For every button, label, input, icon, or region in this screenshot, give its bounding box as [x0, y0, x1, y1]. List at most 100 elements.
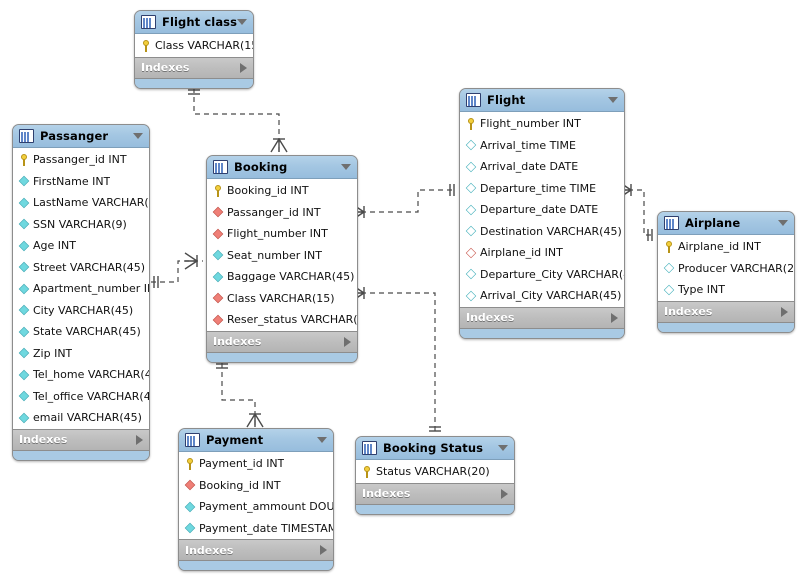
cyan-diamond-icon — [465, 161, 477, 173]
column-label: Arrival_City VARCHAR(45) — [480, 289, 622, 303]
table-header-payment[interactable]: Payment — [179, 429, 333, 452]
chevron-down-icon[interactable] — [133, 133, 143, 139]
table-title: Booking — [234, 160, 288, 174]
cyan-diamond-icon — [18, 390, 30, 402]
table-column[interactable]: Zip INT — [13, 343, 149, 365]
chevron-right-icon[interactable] — [240, 62, 247, 73]
table-column[interactable]: Type INT — [658, 279, 794, 301]
table-column[interactable]: Arrival_City VARCHAR(45) — [460, 285, 624, 307]
table-column[interactable]: Age INT — [13, 235, 149, 257]
table-header-flight_class[interactable]: Flight class — [135, 11, 253, 34]
table-column[interactable]: Flight_number INT — [207, 223, 357, 245]
column-label: Baggage VARCHAR(45) — [227, 270, 355, 284]
table-column[interactable]: Airplane_id INT — [658, 236, 794, 258]
chevron-right-icon[interactable] — [320, 545, 327, 555]
table-column[interactable]: Passanger_id INT — [13, 149, 149, 171]
chevron-right-icon[interactable] — [136, 434, 143, 445]
chevron-right-icon[interactable] — [344, 336, 351, 347]
table-column[interactable]: City VARCHAR(45) — [13, 300, 149, 322]
table-column[interactable]: Reser_status VARCHAR(15) — [207, 309, 357, 331]
column-label: FirstName INT — [33, 174, 111, 188]
table-column[interactable]: Arrival_date DATE — [460, 156, 624, 178]
table-column[interactable]: Status VARCHAR(20) — [356, 461, 514, 483]
table-column[interactable]: Seat_number INT — [207, 245, 357, 267]
table-header-booking[interactable]: Booking — [207, 156, 357, 179]
indexes-bar-airplane[interactable]: Indexes — [658, 300, 794, 323]
column-label: Zip INT — [33, 346, 73, 360]
table-column[interactable]: SSN VARCHAR(9) — [13, 214, 149, 236]
table-header-airplane[interactable]: Airplane — [658, 212, 794, 235]
cyan-diamond-icon — [18, 283, 30, 295]
chevron-down-icon[interactable] — [608, 97, 618, 103]
table-header-flight[interactable]: Flight — [460, 89, 624, 112]
indexes-bar-flight_class[interactable]: Indexes — [135, 56, 253, 79]
indexes-bar-booking[interactable]: Indexes — [207, 330, 357, 353]
table-title: Airplane — [685, 216, 741, 230]
table-column[interactable]: Payment_date TIMESTAMP — [179, 518, 333, 540]
key-icon — [184, 457, 196, 470]
chevron-down-icon[interactable] — [317, 437, 327, 443]
table-footer — [207, 352, 357, 362]
column-label: Departure_time TIME — [480, 181, 597, 195]
table-column[interactable]: Departure_City VARCHAR(45) — [460, 264, 624, 286]
table-header-booking_status[interactable]: Booking Status — [356, 437, 514, 460]
chevron-down-icon[interactable] — [237, 19, 248, 25]
table-column[interactable]: Arrival_time TIME — [460, 135, 624, 157]
table-column[interactable]: Apartment_number INT — [13, 278, 149, 300]
column-label: Passanger_id INT — [33, 153, 127, 167]
table-column[interactable]: LastName VARCHAR(45) — [13, 192, 149, 214]
column-label: Payment_date TIMESTAMP — [199, 521, 333, 535]
table-column[interactable]: FirstName INT — [13, 171, 149, 193]
table-column[interactable]: Tel_home VARCHAR(45) — [13, 364, 149, 386]
chevron-down-icon[interactable] — [778, 220, 788, 226]
table-title: Payment — [206, 433, 264, 447]
chevron-down-icon[interactable] — [498, 445, 508, 451]
table-column[interactable]: Street VARCHAR(45) — [13, 257, 149, 279]
table-column[interactable]: Producer VARCHAR(20) — [658, 258, 794, 280]
table-column[interactable]: Payment_ammount DOUBLE — [179, 496, 333, 518]
table-column[interactable]: Payment_id INT — [179, 453, 333, 475]
chevron-right-icon[interactable] — [501, 488, 508, 499]
indexes-bar-passenger[interactable]: Indexes — [13, 428, 149, 451]
key-icon — [212, 184, 224, 197]
table-column[interactable]: State VARCHAR(45) — [13, 321, 149, 343]
chevron-right-icon[interactable] — [611, 312, 618, 323]
table-column[interactable]: Flight_number INT — [460, 113, 624, 135]
chevron-down-icon[interactable] — [341, 164, 351, 170]
table-column[interactable]: Departure_date DATE — [460, 199, 624, 221]
cyan-diamond-icon — [18, 261, 30, 273]
chevron-right-icon[interactable] — [781, 306, 788, 317]
table-column[interactable]: email VARCHAR(45) — [13, 407, 149, 429]
table-column[interactable]: Baggage VARCHAR(45) — [207, 266, 357, 288]
table-column[interactable]: Departure_time TIME — [460, 178, 624, 200]
table-column[interactable]: Tel_office VARCHAR(45) — [13, 386, 149, 408]
red-diamond-icon — [212, 292, 224, 304]
table-column[interactable]: Destination VARCHAR(45) — [460, 221, 624, 243]
table-column[interactable]: Class VARCHAR(15) — [207, 288, 357, 310]
table-title: Flight — [487, 93, 526, 107]
table-column[interactable]: Booking_id INT — [207, 180, 357, 202]
indexes-bar-payment[interactable]: Indexes — [179, 539, 333, 561]
table-columns-flight_class: Class VARCHAR(15) — [135, 34, 253, 57]
column-label: Booking_id INT — [227, 184, 309, 198]
card-many-booking-top-foot — [270, 138, 288, 153]
column-label: Apartment_number INT — [33, 282, 149, 296]
table-header-passenger[interactable]: Passanger — [13, 125, 149, 148]
table-column[interactable]: Booking_id INT — [179, 475, 333, 497]
table-column[interactable]: Airplane_id INT — [460, 242, 624, 264]
indexes-bar-booking_status[interactable]: Indexes — [356, 482, 514, 505]
cyan-diamond-icon — [18, 304, 30, 316]
cyan-diamond-icon — [465, 204, 477, 216]
indexes-bar-flight[interactable]: Indexes — [460, 306, 624, 329]
table-column[interactable]: Passanger_id INT — [207, 202, 357, 224]
table-column[interactable]: Class VARCHAR(15) — [135, 35, 253, 57]
